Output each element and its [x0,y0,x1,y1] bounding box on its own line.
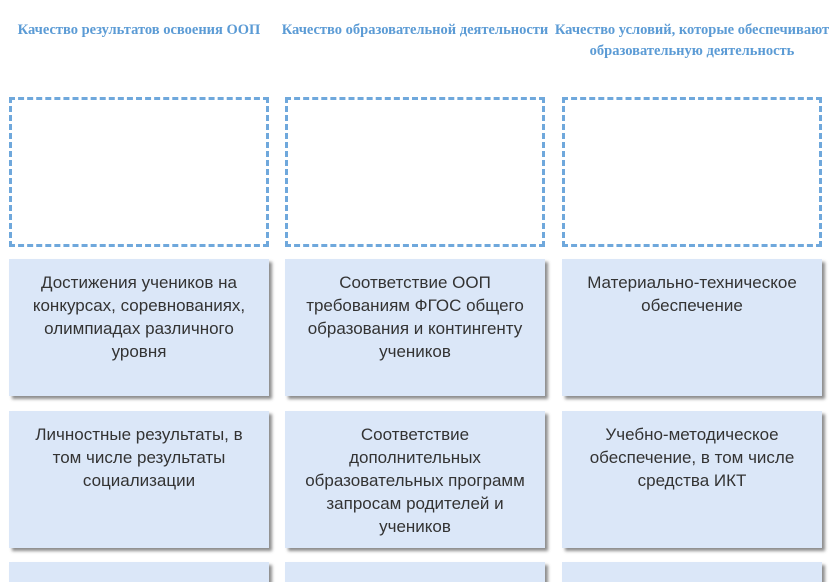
draggable-card[interactable]: Соответствие дополнительных образователь… [285,411,545,548]
draggable-card-partial[interactable] [562,562,822,582]
column-header: Качество условий, которые обеспечивают о… [554,22,830,59]
draggable-card[interactable]: Личностные результаты, в том числе резул… [9,411,269,548]
drop-zone[interactable] [285,97,545,247]
draggable-card-partial[interactable] [9,562,269,582]
draggable-card[interactable]: Соответствие ООП требованиям ФГОС общего… [285,259,545,396]
column-header: Качество образовательной деятельности [281,22,549,38]
drop-zone[interactable] [9,97,269,247]
drop-zone[interactable] [562,97,822,247]
column-header: Качество результатов освоения ООП [17,22,261,38]
draggable-card[interactable]: Материально-техническое обеспечение [562,259,822,396]
draggable-card[interactable]: Достижения учеников на конкурсах, соревн… [9,259,269,396]
draggable-card[interactable]: Учебно-методическое обеспечение, в том ч… [562,411,822,548]
draggable-card-partial[interactable] [285,562,545,582]
